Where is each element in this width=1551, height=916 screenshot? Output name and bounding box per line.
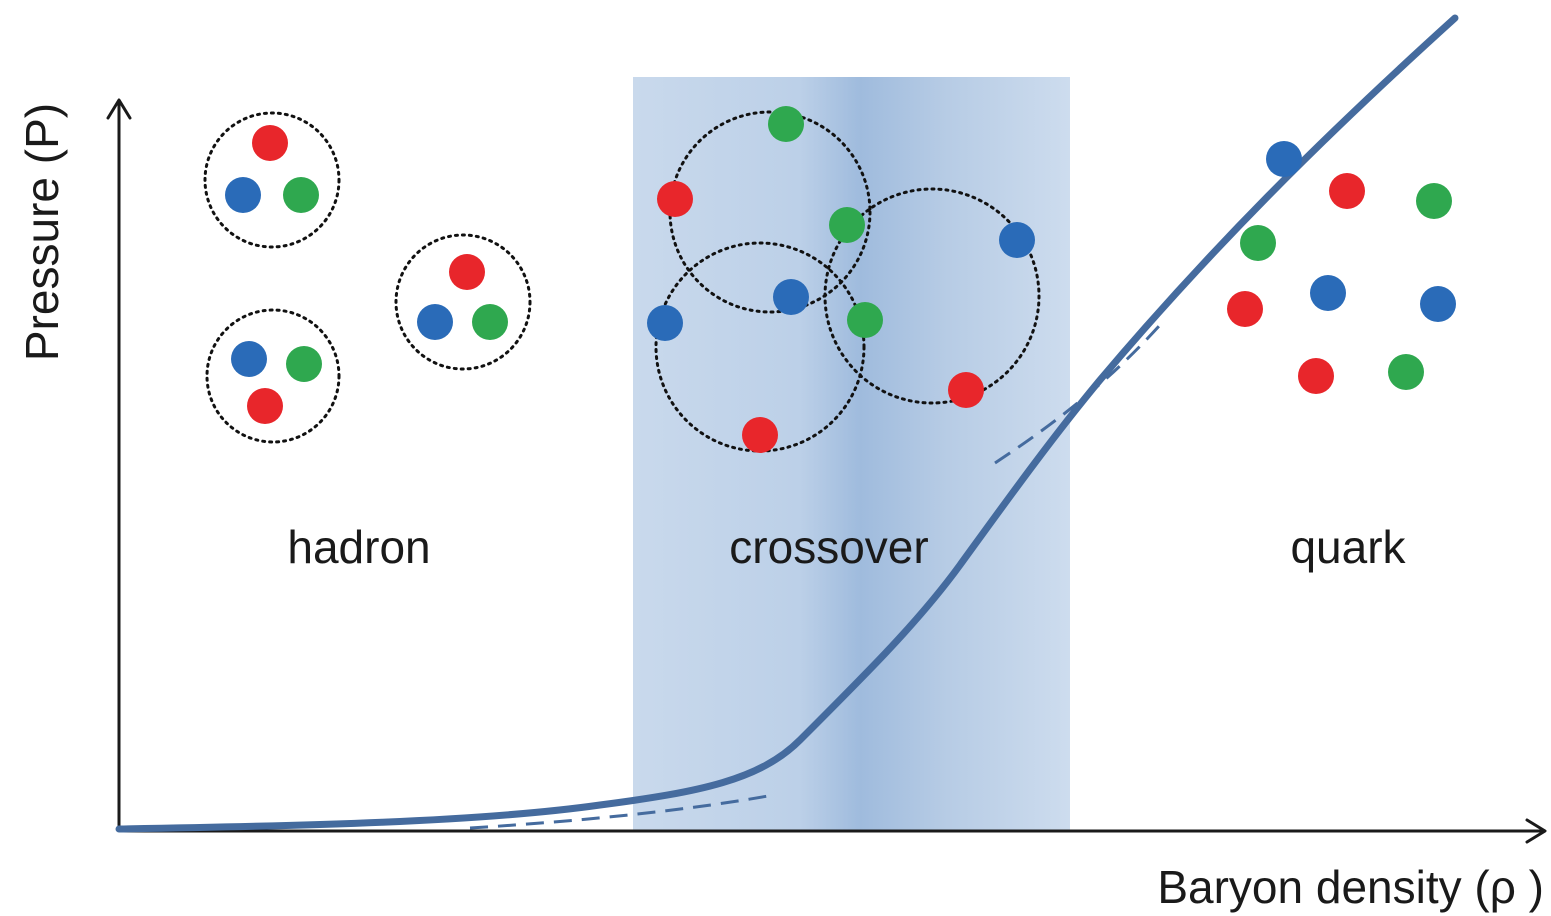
x-axis-label: Baryon density (ρ ) <box>1157 861 1544 913</box>
quark-cluster <box>1227 141 1456 394</box>
quark-dot-red <box>247 388 283 424</box>
quark-dot-red <box>449 254 485 290</box>
quark-dot-blue <box>417 304 453 340</box>
quark-dot-red <box>1227 291 1263 327</box>
y-axis-label: Pressure (P) <box>16 103 68 361</box>
quark-dot-green <box>472 304 508 340</box>
axes <box>106 98 1547 844</box>
quark-dot-green <box>1416 183 1452 219</box>
crossover-band <box>633 77 1070 831</box>
quark-dot-red <box>742 417 778 453</box>
quark-dot-green <box>829 207 865 243</box>
hadron-baryon <box>205 308 341 444</box>
low-density-asymptote <box>469 794 769 830</box>
quark-dot-blue <box>231 341 267 377</box>
hadron-baryon <box>394 233 532 371</box>
region-label-hadron: hadron <box>287 521 430 573</box>
quark-dot-blue <box>647 305 683 341</box>
quark-dot-red <box>1298 358 1334 394</box>
quark-dot-blue <box>1420 286 1456 322</box>
quark-dot-blue <box>999 222 1035 258</box>
quark-dot-green <box>286 346 322 382</box>
quark-dot-green <box>1240 225 1276 261</box>
quark-dot-blue <box>773 279 809 315</box>
quark-dot-red <box>948 372 984 408</box>
quark-dot-green <box>283 177 319 213</box>
hadron-cluster <box>203 111 532 444</box>
quark-dot-green <box>1388 354 1424 390</box>
quark-dot-blue <box>1266 141 1302 177</box>
hadron-baryon <box>203 111 341 249</box>
quark-dot-blue <box>1310 275 1346 311</box>
crossover-cluster <box>647 106 1041 453</box>
x-axis-arrowhead <box>1525 818 1547 844</box>
quark-dot-red <box>1329 173 1365 209</box>
quark-dot-red <box>657 181 693 217</box>
pressure-curve <box>115 14 1459 833</box>
region-label-crossover: crossover <box>729 521 928 573</box>
quark-dot-green <box>768 106 804 142</box>
quark-dot-red <box>252 125 288 161</box>
overlap-baryon-boundary <box>823 187 1041 405</box>
quark-dot-blue <box>225 177 261 213</box>
region-label-quark: quark <box>1290 521 1406 573</box>
quark-dot-green <box>847 302 883 338</box>
y-axis-arrowhead <box>106 98 132 120</box>
